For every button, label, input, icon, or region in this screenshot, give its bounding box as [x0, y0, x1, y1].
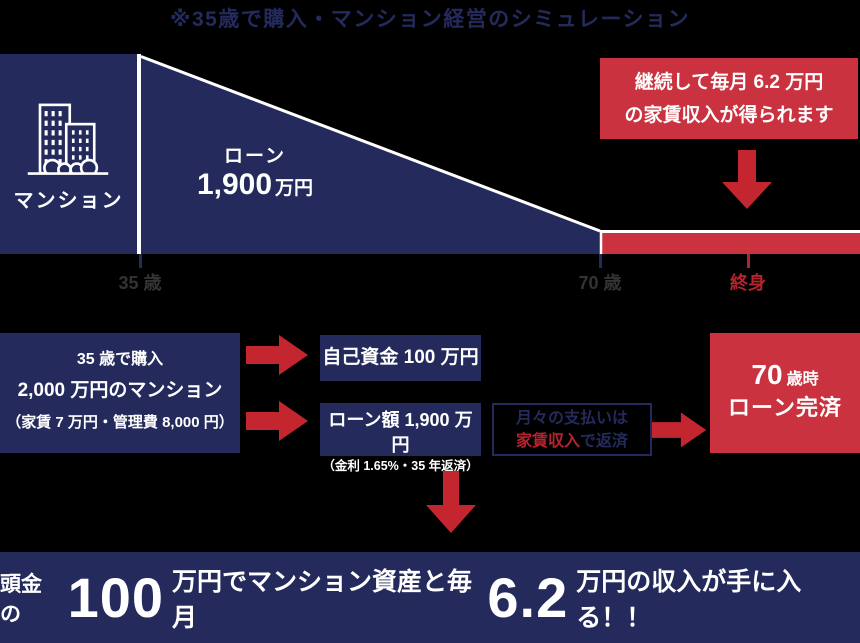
lifetime-rent-bar	[602, 233, 860, 254]
axis-label-age-70: 70 歳	[578, 273, 622, 293]
tick-lifetime	[747, 254, 750, 268]
tick-age-35	[139, 254, 142, 268]
repayment-rent-income: 家賃収入	[515, 433, 580, 450]
right-arrow-icon	[246, 401, 308, 441]
banner-num1: 100	[67, 566, 165, 629]
repayment-note-box: 月々の支払いは 家賃収入で返済	[492, 403, 652, 456]
purchase-line3: （家賃 7 万円・管理費 8,000 円）	[6, 414, 234, 431]
loan-label: ローン	[223, 146, 287, 167]
loan-wedge-shape	[141, 55, 600, 254]
loan-detail-line2: （金利 1.65%・35 年返済）	[322, 459, 479, 473]
building-icon	[26, 103, 110, 180]
purchase-line2: 2,000 万円のマンション	[17, 380, 223, 401]
rent-note-line1: 継続して毎月 6.2 万円	[634, 71, 824, 93]
loan-wedge-and-rent-bar	[141, 55, 860, 254]
page-title: ※35歳で購入・マンション経営のシミュレーション	[170, 8, 690, 31]
payoff-line2: ローン完済	[728, 395, 842, 420]
loan-detail-line1: ローン額 1,900 万円	[328, 410, 473, 455]
tick-age-70	[599, 254, 602, 268]
purchase-line1: 35 歳で購入	[76, 351, 164, 368]
wedge-top-border	[141, 55, 601, 233]
repayment-line2-rest: で返済	[580, 433, 629, 450]
down-arrow-icon	[722, 150, 772, 209]
rent-income-note-box: 継続して毎月 6.2 万円 の家賃収入が得られます	[600, 58, 858, 139]
mansion-box: マンション	[0, 54, 141, 254]
banner-part2: 万円でマンション資産と毎月	[172, 567, 473, 632]
loan-detail-box: ローン額 1,900 万円 （金利 1.65%・35 年返済）	[320, 403, 481, 473]
banner-part1: 頭金の	[0, 572, 42, 626]
axis-label-age-35: 35 歳	[118, 273, 162, 293]
purchase-summary-box: 35 歳で購入 2,000 万円のマンション （家賃 7 万円・管理費 8,00…	[0, 333, 240, 453]
right-arrow-icon	[652, 412, 707, 448]
down-arrow-icon	[426, 471, 476, 533]
rent-note-line2: の家賃収入が得られます	[624, 104, 834, 126]
payoff-age-suffix: 歳時	[786, 371, 819, 388]
loan-amount: 1,900	[196, 168, 273, 201]
mansion-label: マンション	[13, 190, 124, 212]
downpayment-box: 自己資金 100 万円	[320, 335, 481, 381]
payoff-age: 70	[751, 359, 783, 390]
loan-amount-unit: 万円	[275, 178, 314, 199]
repayment-line1: 月々の支払いは	[515, 410, 628, 427]
banner-part3: 万円の収入が手に入る！！	[576, 567, 802, 632]
summary-banner: 頭金の 100 万円でマンション資産と毎月 6.2 万円の収入が手に入る！！	[0, 552, 860, 643]
right-arrow-icon	[246, 335, 308, 375]
axis-label-lifetime: 終身	[730, 273, 766, 293]
banner-num2: 6.2	[487, 566, 569, 629]
